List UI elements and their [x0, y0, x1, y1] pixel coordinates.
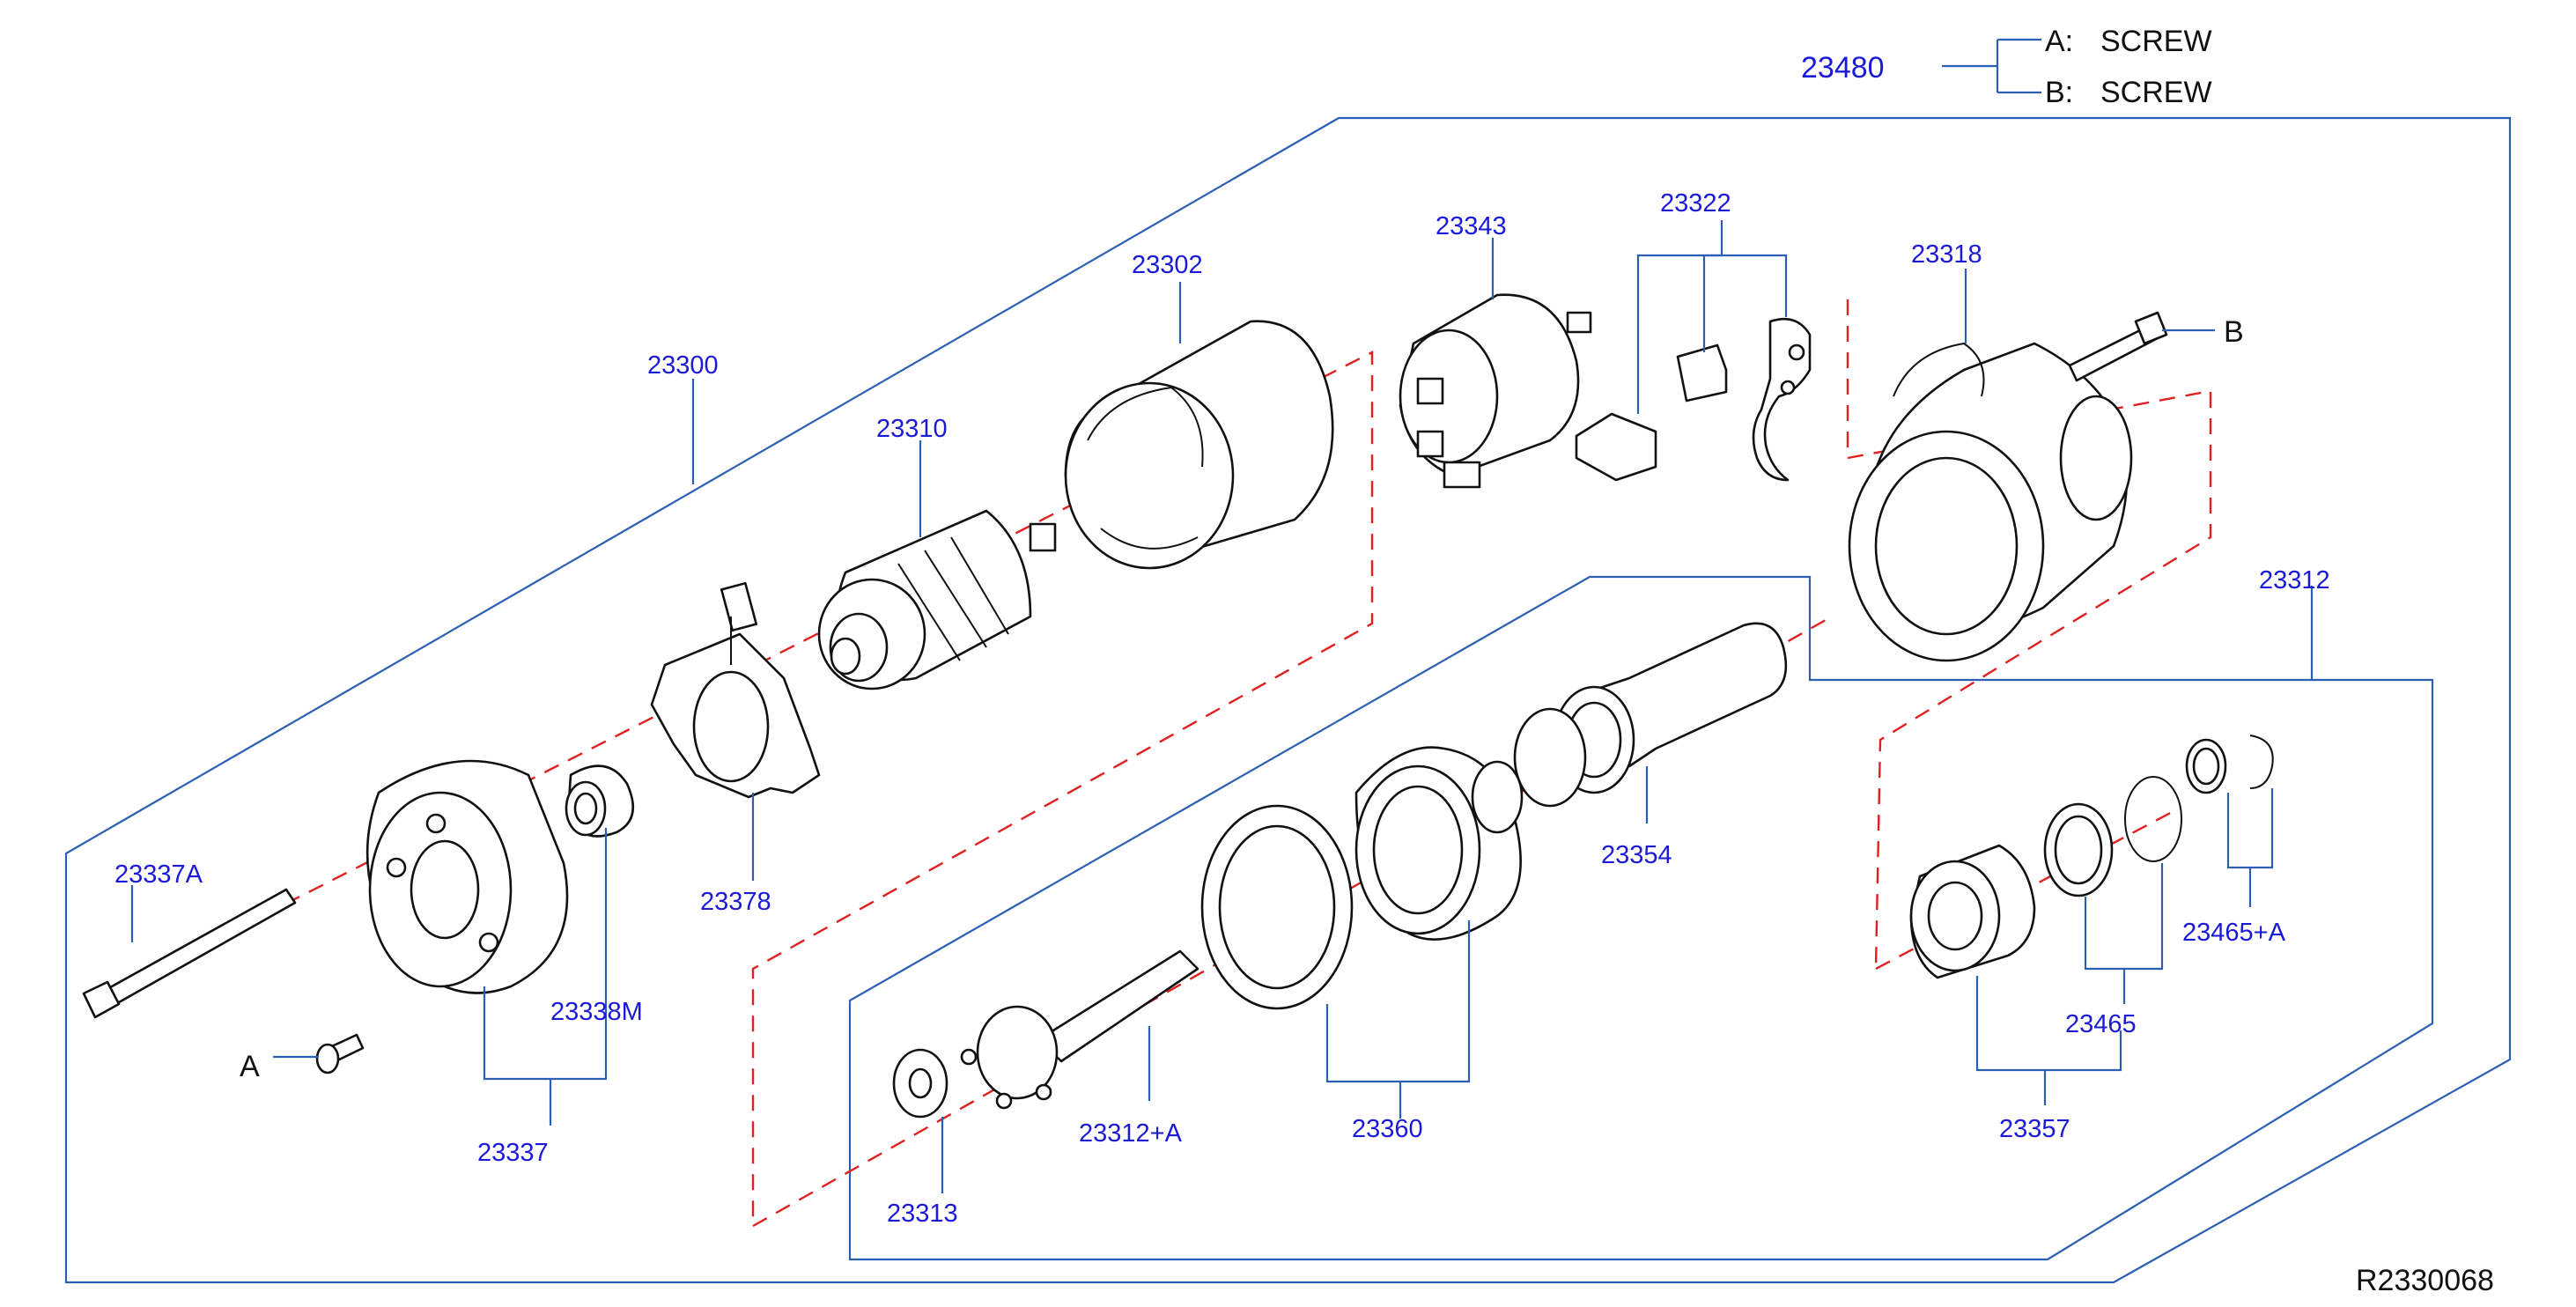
- screw-legend-label-b: SCREW: [2100, 76, 2212, 109]
- callout-23312: 23312: [2259, 566, 2330, 594]
- screw-legend-key-a: A:: [2045, 25, 2073, 58]
- shaft-sleeve-23354: [1513, 622, 1788, 808]
- callout-labels: 23300 23302 23310 23343 23322 23318 2331…: [114, 189, 2330, 1228]
- screw-legend-key-b: B:: [2045, 76, 2073, 109]
- screw-legend-part-number: 23480: [1801, 51, 1885, 85]
- screw-legend: 23480 A: SCREW B: SCREW: [1801, 25, 2212, 109]
- solenoid-23343: [1399, 293, 1592, 489]
- callout-23318: 23318: [1911, 240, 1982, 269]
- front-housing-23318: [1848, 342, 2133, 662]
- rear-cover-23337: [365, 759, 569, 994]
- callout-23300: 23300: [647, 351, 719, 380]
- callout-23343: 23343: [1436, 212, 1507, 240]
- center-line-solenoid: [1846, 299, 2212, 970]
- assembly-frame-23312: [848, 575, 2434, 1261]
- ring-set-23465: [2043, 776, 2182, 897]
- internal-gear-23360: [1354, 746, 1524, 941]
- callout-23310: 23310: [876, 415, 948, 443]
- output-shaft-23312a: [960, 949, 1199, 1110]
- bolt-23337a: [82, 888, 297, 1019]
- callout-23354: 23354: [1601, 841, 1672, 869]
- callout-23357: 23357: [1999, 1115, 2070, 1143]
- callout-23465a: 23465+A: [2182, 919, 2286, 947]
- lever-set-23322: [1575, 317, 1812, 482]
- callout-23338m: 23338M: [550, 998, 643, 1026]
- screw-marker-b: B: [2224, 315, 2244, 349]
- assembly-frame-23300: [64, 116, 2512, 1284]
- callout-23313: 23313: [887, 1200, 958, 1228]
- callout-23302: 23302: [1132, 251, 1203, 279]
- screw-a: [315, 1033, 365, 1074]
- ring-set-23465a: [2185, 735, 2274, 794]
- callout-23465: 23465: [2065, 1010, 2137, 1038]
- screw-b: [2068, 311, 2168, 382]
- callout-23337: 23337: [477, 1139, 549, 1167]
- brush-holder-23378: [650, 581, 821, 799]
- callout-23337a: 23337A: [114, 860, 203, 889]
- yoke-23302: [1064, 320, 1334, 570]
- callout-23378: 23378: [700, 888, 771, 916]
- callout-23360: 23360: [1352, 1115, 1423, 1143]
- armature-23310: [817, 509, 1057, 690]
- diagram-reference-code: R2330068: [2356, 1264, 2494, 1297]
- bushing-23338m: [565, 764, 634, 838]
- leader-lines: [130, 220, 2314, 1193]
- pinion-gear-23313: [892, 1048, 948, 1119]
- screw-legend-label-a: SCREW: [2100, 25, 2212, 58]
- clutch-gear-23357: [1909, 844, 2036, 979]
- screw-marker-a: A: [240, 1050, 260, 1083]
- callout-23312a: 23312+A: [1079, 1119, 1183, 1148]
- callout-23322: 23322: [1660, 189, 1731, 218]
- gear-ring-23360: [1200, 804, 1354, 1010]
